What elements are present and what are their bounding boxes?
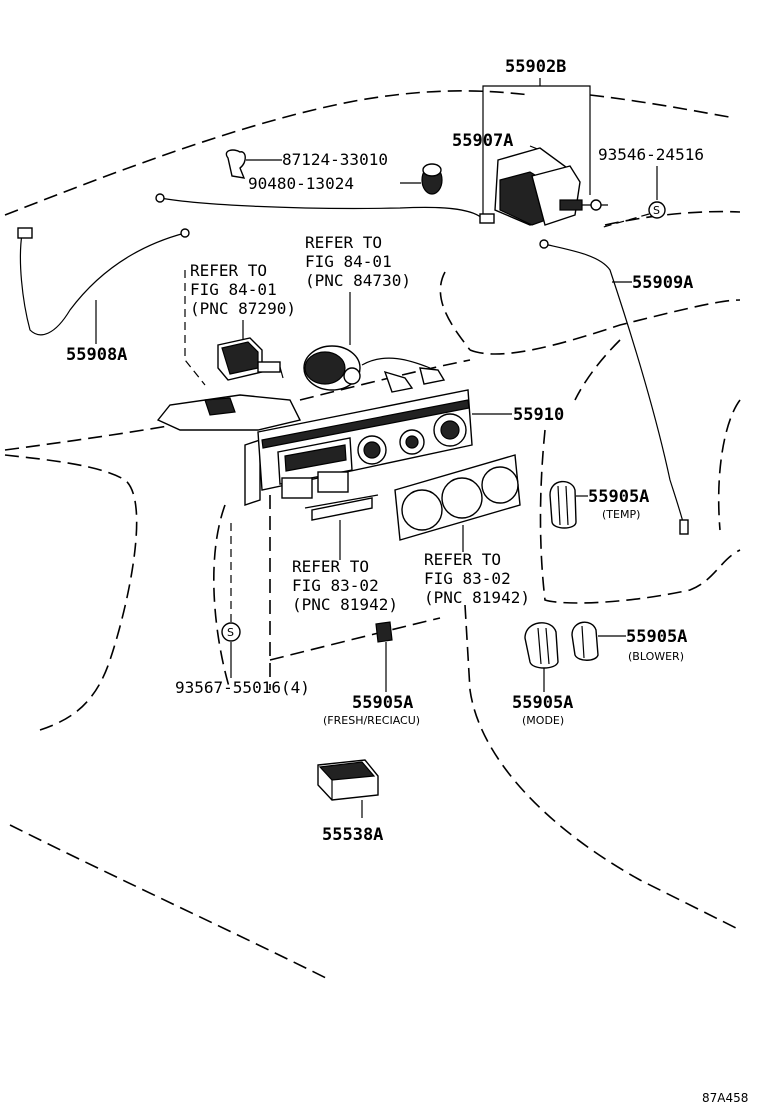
svg-text:(BLOWER): (BLOWER)	[628, 650, 684, 663]
reference-fig-83-02-a: REFER TO FIG 83-02 (PNC 81942)	[292, 520, 398, 614]
svg-text:(FRESH/RECIACU): (FRESH/RECIACU)	[323, 714, 420, 727]
knob-fresh-recirc: 55905A (FRESH/RECIACU)	[323, 621, 420, 727]
svg-text:(PNC 81942): (PNC 81942)	[292, 595, 398, 614]
svg-text:FIG 84-01: FIG 84-01	[190, 280, 277, 299]
part-number-55902B: 55902B	[505, 57, 566, 77]
reference-fig-84-01-84730: REFER TO FIG 84-01 (PNC 84730)	[305, 233, 411, 345]
part-number-55907A: 55907A	[452, 131, 513, 151]
resistor-84730	[303, 345, 446, 393]
svg-text:REFER TO: REFER TO	[190, 261, 267, 280]
svg-text:FIG 84-01: FIG 84-01	[305, 252, 392, 271]
switch-55538A: 55538A	[317, 759, 383, 845]
svg-text:REFER TO: REFER TO	[424, 550, 501, 569]
control-cable-upper	[155, 193, 495, 224]
servo-motor-55907A: 55907A	[452, 131, 608, 226]
clip-87124-33010: 87124-33010	[225, 149, 388, 179]
heater-control-unit-55910: 55910	[156, 389, 564, 506]
knob-mode: 55905A (MODE)	[512, 622, 573, 727]
svg-text:(MODE): (MODE)	[522, 714, 564, 727]
svg-text:(PNC 81942): (PNC 81942)	[424, 588, 530, 607]
sub-panel-81942	[304, 494, 379, 521]
part-number-90480-13024: 90480-13024	[248, 174, 354, 193]
part-number-55905A-blower: 55905A	[626, 627, 687, 647]
knob-blower: 55905A (BLOWER)	[571, 621, 687, 663]
control-cable-55909A: 55909A	[539, 239, 693, 535]
callout-93546-24516: 93546-24516 S	[598, 145, 704, 229]
part-number-55905A-temp: 55905A	[588, 487, 649, 507]
part-number-55538A: 55538A	[322, 825, 383, 845]
part-number-55905A-fresh: 55905A	[352, 693, 413, 713]
part-number-93567-55016: 93567-55016(4)	[175, 678, 310, 697]
part-number-87124-33010: 87124-33010	[282, 150, 388, 169]
svg-text:REFER TO: REFER TO	[292, 557, 369, 576]
part-number-93546-24516: 93546-24516	[598, 145, 704, 164]
callout-55902B: 55902B	[482, 57, 591, 218]
part-number-55910: 55910	[513, 405, 564, 425]
svg-text:(PNC 87290): (PNC 87290)	[190, 299, 296, 318]
face-plate-81942	[394, 454, 521, 541]
part-number-55908A: 55908A	[66, 345, 127, 365]
svg-text:(TEMP): (TEMP)	[602, 508, 640, 521]
grommet-90480-13024: 90480-13024	[248, 163, 443, 195]
svg-text:S: S	[653, 204, 660, 217]
dashboard-outline	[4, 90, 741, 981]
screw-symbol-icon	[221, 622, 241, 642]
part-number-55909A: 55909A	[632, 273, 693, 293]
callout-93567-55016: S 93567-55016(4)	[175, 520, 310, 697]
figure-id: 87A458	[702, 1091, 748, 1105]
svg-text:(PNC 84730): (PNC 84730)	[305, 271, 411, 290]
svg-text:FIG 83-02: FIG 83-02	[424, 569, 511, 588]
blower-switch-87290	[217, 337, 284, 381]
part-number-55905A-mode: 55905A	[512, 693, 573, 713]
reference-fig-83-02-b: REFER TO FIG 83-02 (PNC 81942)	[424, 525, 530, 607]
screw-symbol-icon	[648, 201, 666, 219]
knob-temp: 55905A (TEMP)	[549, 480, 649, 529]
svg-text:REFER TO: REFER TO	[305, 233, 382, 252]
svg-text:FIG 83-02: FIG 83-02	[292, 576, 379, 595]
reference-fig-84-01-87290: REFER TO FIG 84-01 (PNC 87290)	[184, 261, 296, 386]
control-cable-55908A: 55908A	[17, 227, 190, 365]
svg-text:S: S	[227, 626, 234, 639]
